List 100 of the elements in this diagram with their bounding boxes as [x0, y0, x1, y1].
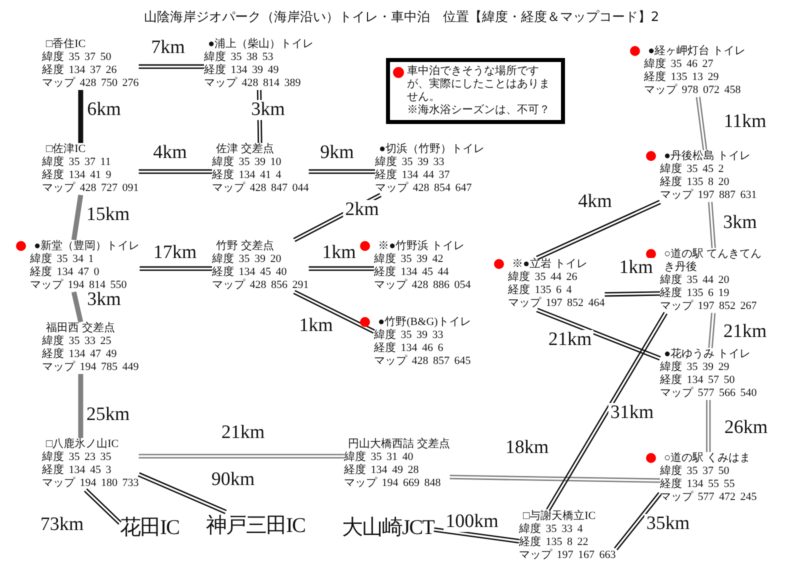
connector-line	[433, 527, 520, 544]
coordinate-text: マップ 428 750 276	[42, 77, 139, 90]
legend-text: 車中泊できそうな場所ですが、実際にしたことはありません。	[407, 65, 551, 104]
connector-line	[138, 64, 205, 69]
connector-line	[308, 169, 376, 174]
place-name: ●経ヶ岬灯台 トイレ	[647, 45, 746, 58]
connector-line	[708, 201, 716, 249]
destination-label: 神戸三田IC	[206, 512, 305, 538]
edge-label: 100km	[444, 512, 500, 532]
coordinate-text: 経度 134 49 28	[344, 464, 420, 476]
coordinate-text: 緯度 35 37 11	[42, 156, 112, 168]
coordinate-text: 経度 135 13 29	[644, 71, 720, 84]
place-name: ●新堂（豊岡）トイレ	[33, 240, 140, 252]
coordinate-text: マップ 194 814 550	[30, 279, 128, 292]
coordinate-text: 緯度 35 39 29	[660, 361, 730, 374]
coordinate-text: 緯度 35 37 50	[42, 51, 112, 64]
connector-line	[138, 454, 345, 458]
connector-line	[536, 308, 662, 361]
connector-line	[84, 488, 122, 525]
coordinate-text: マップ 428 727 091	[42, 182, 139, 195]
coordinate-text: マップ 428 857 645	[374, 355, 471, 368]
place-name: 円山大橋西詰 交差点	[347, 438, 450, 450]
coordinate-text: マップ 428 814 389	[204, 77, 302, 90]
coordinate-text: 経度 134 41 9	[42, 169, 112, 182]
coordinate-text: 経度 134 47 0	[30, 266, 100, 278]
edge-label: 3km	[249, 100, 287, 120]
place-name: ●丹後松島 トイレ	[663, 150, 752, 162]
coordinate-text: 経度 135 6 19	[660, 287, 730, 300]
connector-line	[308, 266, 375, 271]
connector-line	[78, 374, 84, 438]
coordinate-text: マップ 197 887 631	[660, 189, 757, 202]
connector-line	[138, 169, 213, 174]
place-name: 竹野 交差点	[215, 240, 275, 252]
place-name: ※●立岩 トイレ	[511, 258, 588, 270]
coordinate-text: 緯度 35 38 53	[204, 51, 274, 64]
coordinate-text: 経度 134 37 26	[42, 64, 118, 76]
coordinate-text: マップ 194 669 848	[344, 477, 442, 490]
coordinate-text: 緯度 35 44 20	[660, 274, 730, 286]
connector-line	[71, 194, 84, 240]
place-name: ○道の駅 くみはま	[663, 452, 752, 464]
coordinate-text: 経度 134 45 40	[212, 266, 288, 278]
coordinate-text: マップ 428 847 044	[212, 182, 309, 195]
coordinate-text: 緯度 35 39 33	[374, 329, 444, 342]
diagram-title: 山陰海岸ジオパーク（海岸沿い）トイレ・車中泊 位置【緯度・経度＆マップコード】2	[142, 9, 660, 26]
place-name: □与謝天橋立IC	[522, 510, 597, 522]
connector-line	[71, 291, 84, 323]
place-name: ●切浜（竹野）トイレ	[378, 143, 485, 156]
coordinate-text: マップ 194 180 733	[42, 477, 139, 490]
place-name: 福田西 交差点	[45, 322, 116, 334]
connector-line	[696, 96, 708, 151]
coordinate-text: 緯度 35 34 1	[30, 253, 95, 266]
coordinate-text: マップ 197 852 267	[660, 300, 758, 313]
coordinate-text: マップ 197 852 464	[508, 297, 605, 310]
coordinate-text: マップ 978 072 458	[644, 84, 742, 97]
coordinate-text: 緯度 35 33 4	[519, 523, 584, 536]
connector-line	[138, 266, 213, 271]
coordinate-text: マップ 428 856 291	[212, 279, 309, 292]
connector-line	[449, 474, 661, 483]
place-name: □佐津IC	[45, 143, 87, 156]
connector-line	[78, 90, 84, 143]
coordinate-text: 経度 135 8 20	[660, 176, 730, 188]
coordinate-text: 経度 135 6 4	[508, 284, 573, 296]
place-name: ○道の駅 てんきてんき丹後	[663, 248, 762, 274]
coordinate-text: 緯度 35 33 25	[42, 335, 112, 348]
coordinate-text: 緯度 35 37 50	[660, 465, 730, 478]
destination-label: 大山崎JCT	[342, 514, 434, 540]
coordinate-text: 緯度 35 39 33	[375, 156, 446, 168]
place-name: ●竹野(B&G)トイレ	[377, 316, 471, 328]
place-name: □香住IC	[45, 38, 87, 50]
coordinate-text: マップ 194 785 449	[42, 361, 139, 374]
place-name: ●花ゆうみ トイレ	[663, 348, 752, 360]
coordinate-text: 経度 135 8 22	[519, 536, 590, 548]
coordinate-text: 緯度 35 39 10	[212, 156, 282, 168]
place-name: 佐津 交差点	[215, 143, 275, 156]
coordinate-text: マップ 428 854 647	[375, 182, 473, 195]
connector-line	[604, 291, 661, 297]
coordinate-text: 緯度 35 46 27	[644, 58, 714, 70]
coordinate-text: 経度 134 55 55	[660, 478, 736, 490]
coordinate-text: 経度 134 57 50	[660, 374, 736, 386]
place-name: ※●竹野浜 トイレ	[377, 240, 466, 252]
coordinate-text: 緯度 35 45 2	[660, 163, 725, 176]
coordinate-text: 経度 134 45 44	[374, 266, 450, 278]
coordinate-text: 経度 134 46 6	[374, 342, 444, 354]
coordinate-text: マップ 428 886 054	[374, 279, 471, 292]
coordinate-text: 緯度 35 44 26	[508, 271, 578, 284]
coordinate-text: 経度 134 47 49	[42, 348, 118, 360]
place-name: ●浦上（柴山）トイレ	[207, 38, 314, 50]
connector-line	[614, 492, 662, 551]
coordinate-text: 経度 134 45 3	[42, 464, 112, 476]
connector-line	[292, 290, 376, 334]
coordinate-text: マップ 197 167 663	[519, 549, 616, 562]
coordinate-text: 緯度 35 23 35	[42, 451, 112, 464]
coordinate-text: 経度 134 41 4	[212, 169, 282, 182]
coordinate-text: 経度 134 39 49	[204, 64, 280, 76]
connector-line	[137, 472, 228, 514]
connector-line	[706, 399, 711, 453]
place-name: □八鹿氷ノ山IC	[45, 438, 120, 450]
connector-line	[708, 312, 716, 349]
destination-label: 花田IC	[120, 514, 179, 540]
coordinate-text: 緯度 35 31 40	[344, 451, 414, 464]
